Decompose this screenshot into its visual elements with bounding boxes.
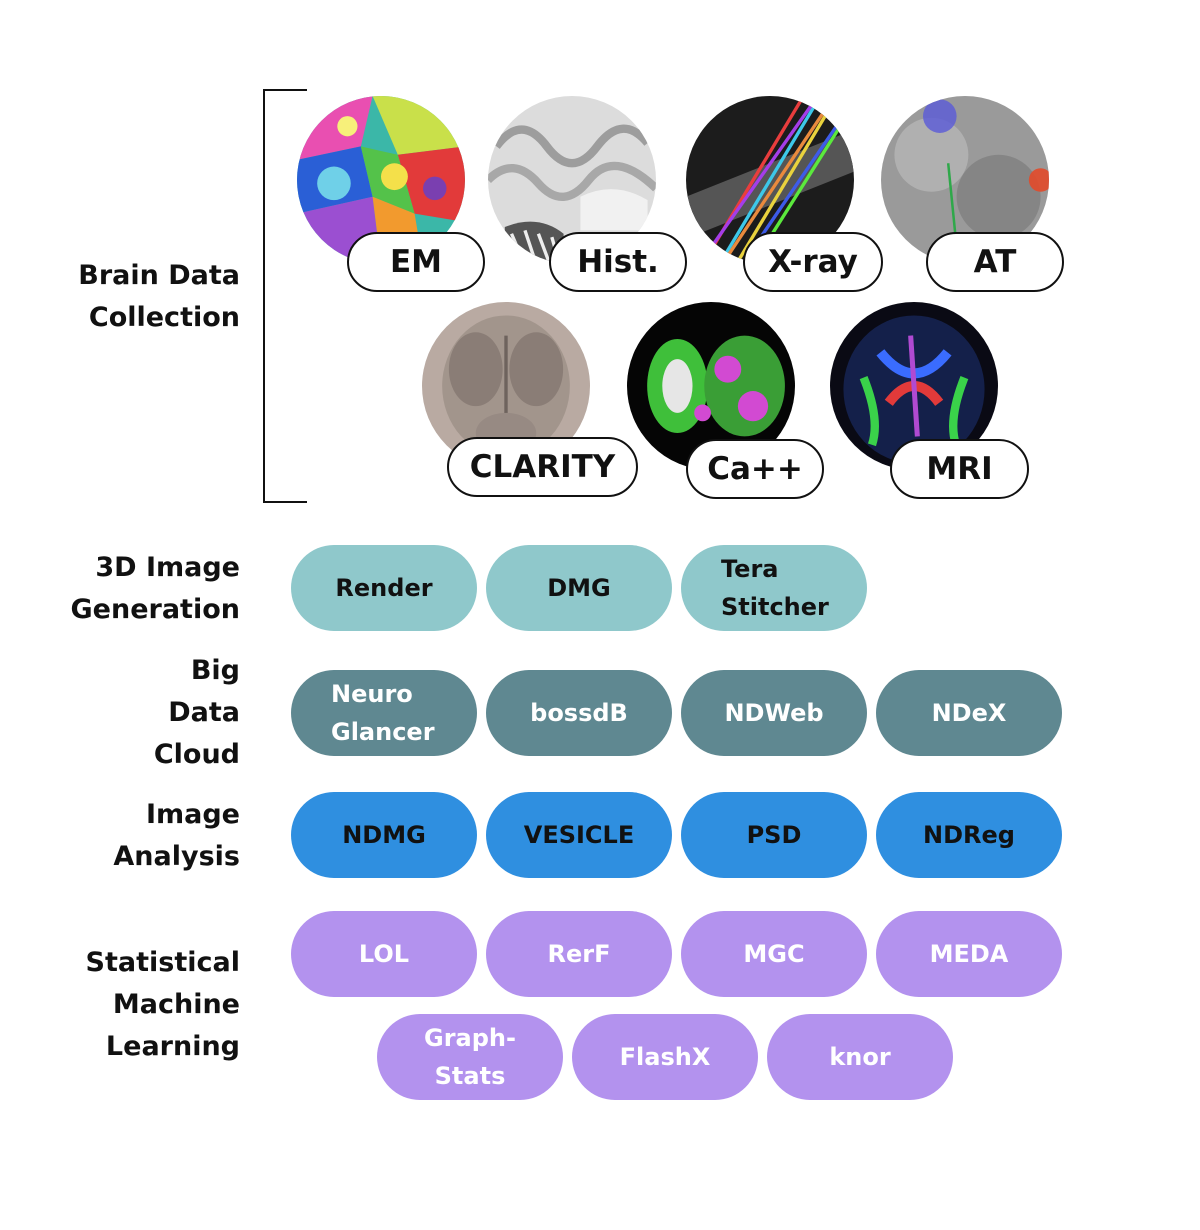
section-label-image-analysis: Image Analysis	[113, 799, 240, 872]
tool-psd: PSD	[681, 792, 867, 878]
tag-xray: X-ray	[743, 232, 883, 292]
brain-data-bracket	[263, 89, 307, 503]
tag-mri: MRI	[890, 439, 1029, 499]
section-label-3d-image-generation: 3D Image Generation	[70, 552, 240, 625]
tool-knor: knor	[767, 1014, 953, 1100]
tool-meda: MEDA	[876, 911, 1062, 997]
tool-neuroglancer: Neuro Glancer	[291, 670, 477, 756]
section-label-brain-data-collection: Brain Data Collection	[78, 260, 240, 333]
tag-at: AT	[926, 232, 1064, 292]
tool-vesicle: VESICLE	[486, 792, 672, 878]
tool-render: Render	[291, 545, 477, 631]
tool-flashx: FlashX	[572, 1014, 758, 1100]
tool-terastitcher: Tera Stitcher	[681, 545, 867, 631]
tool-rerf: RerF	[486, 911, 672, 997]
tag-ca: Ca++	[686, 439, 824, 499]
tool-bossdb: bossdB	[486, 670, 672, 756]
tool-ndweb: NDWeb	[681, 670, 867, 756]
tag-hist: Hist.	[549, 232, 687, 292]
tag-em: EM	[347, 232, 485, 292]
tool-ndex: NDeX	[876, 670, 1062, 756]
tool-mgc: MGC	[681, 911, 867, 997]
tool-ndreg: NDReg	[876, 792, 1062, 878]
mri-image	[830, 302, 998, 470]
section-label-big-data-cloud: Big Data Cloud	[153, 655, 240, 770]
clarity-image	[422, 302, 590, 470]
tag-clarity: CLARITY	[447, 437, 638, 497]
tool-lol: LOL	[291, 911, 477, 997]
tool-ndmg: NDMG	[291, 792, 477, 878]
tool-graphstats: Graph- Stats	[377, 1014, 563, 1100]
tool-dmg: DMG	[486, 545, 672, 631]
section-label-statistical-machine-learning: Statistical Machine Learning	[85, 947, 240, 1062]
